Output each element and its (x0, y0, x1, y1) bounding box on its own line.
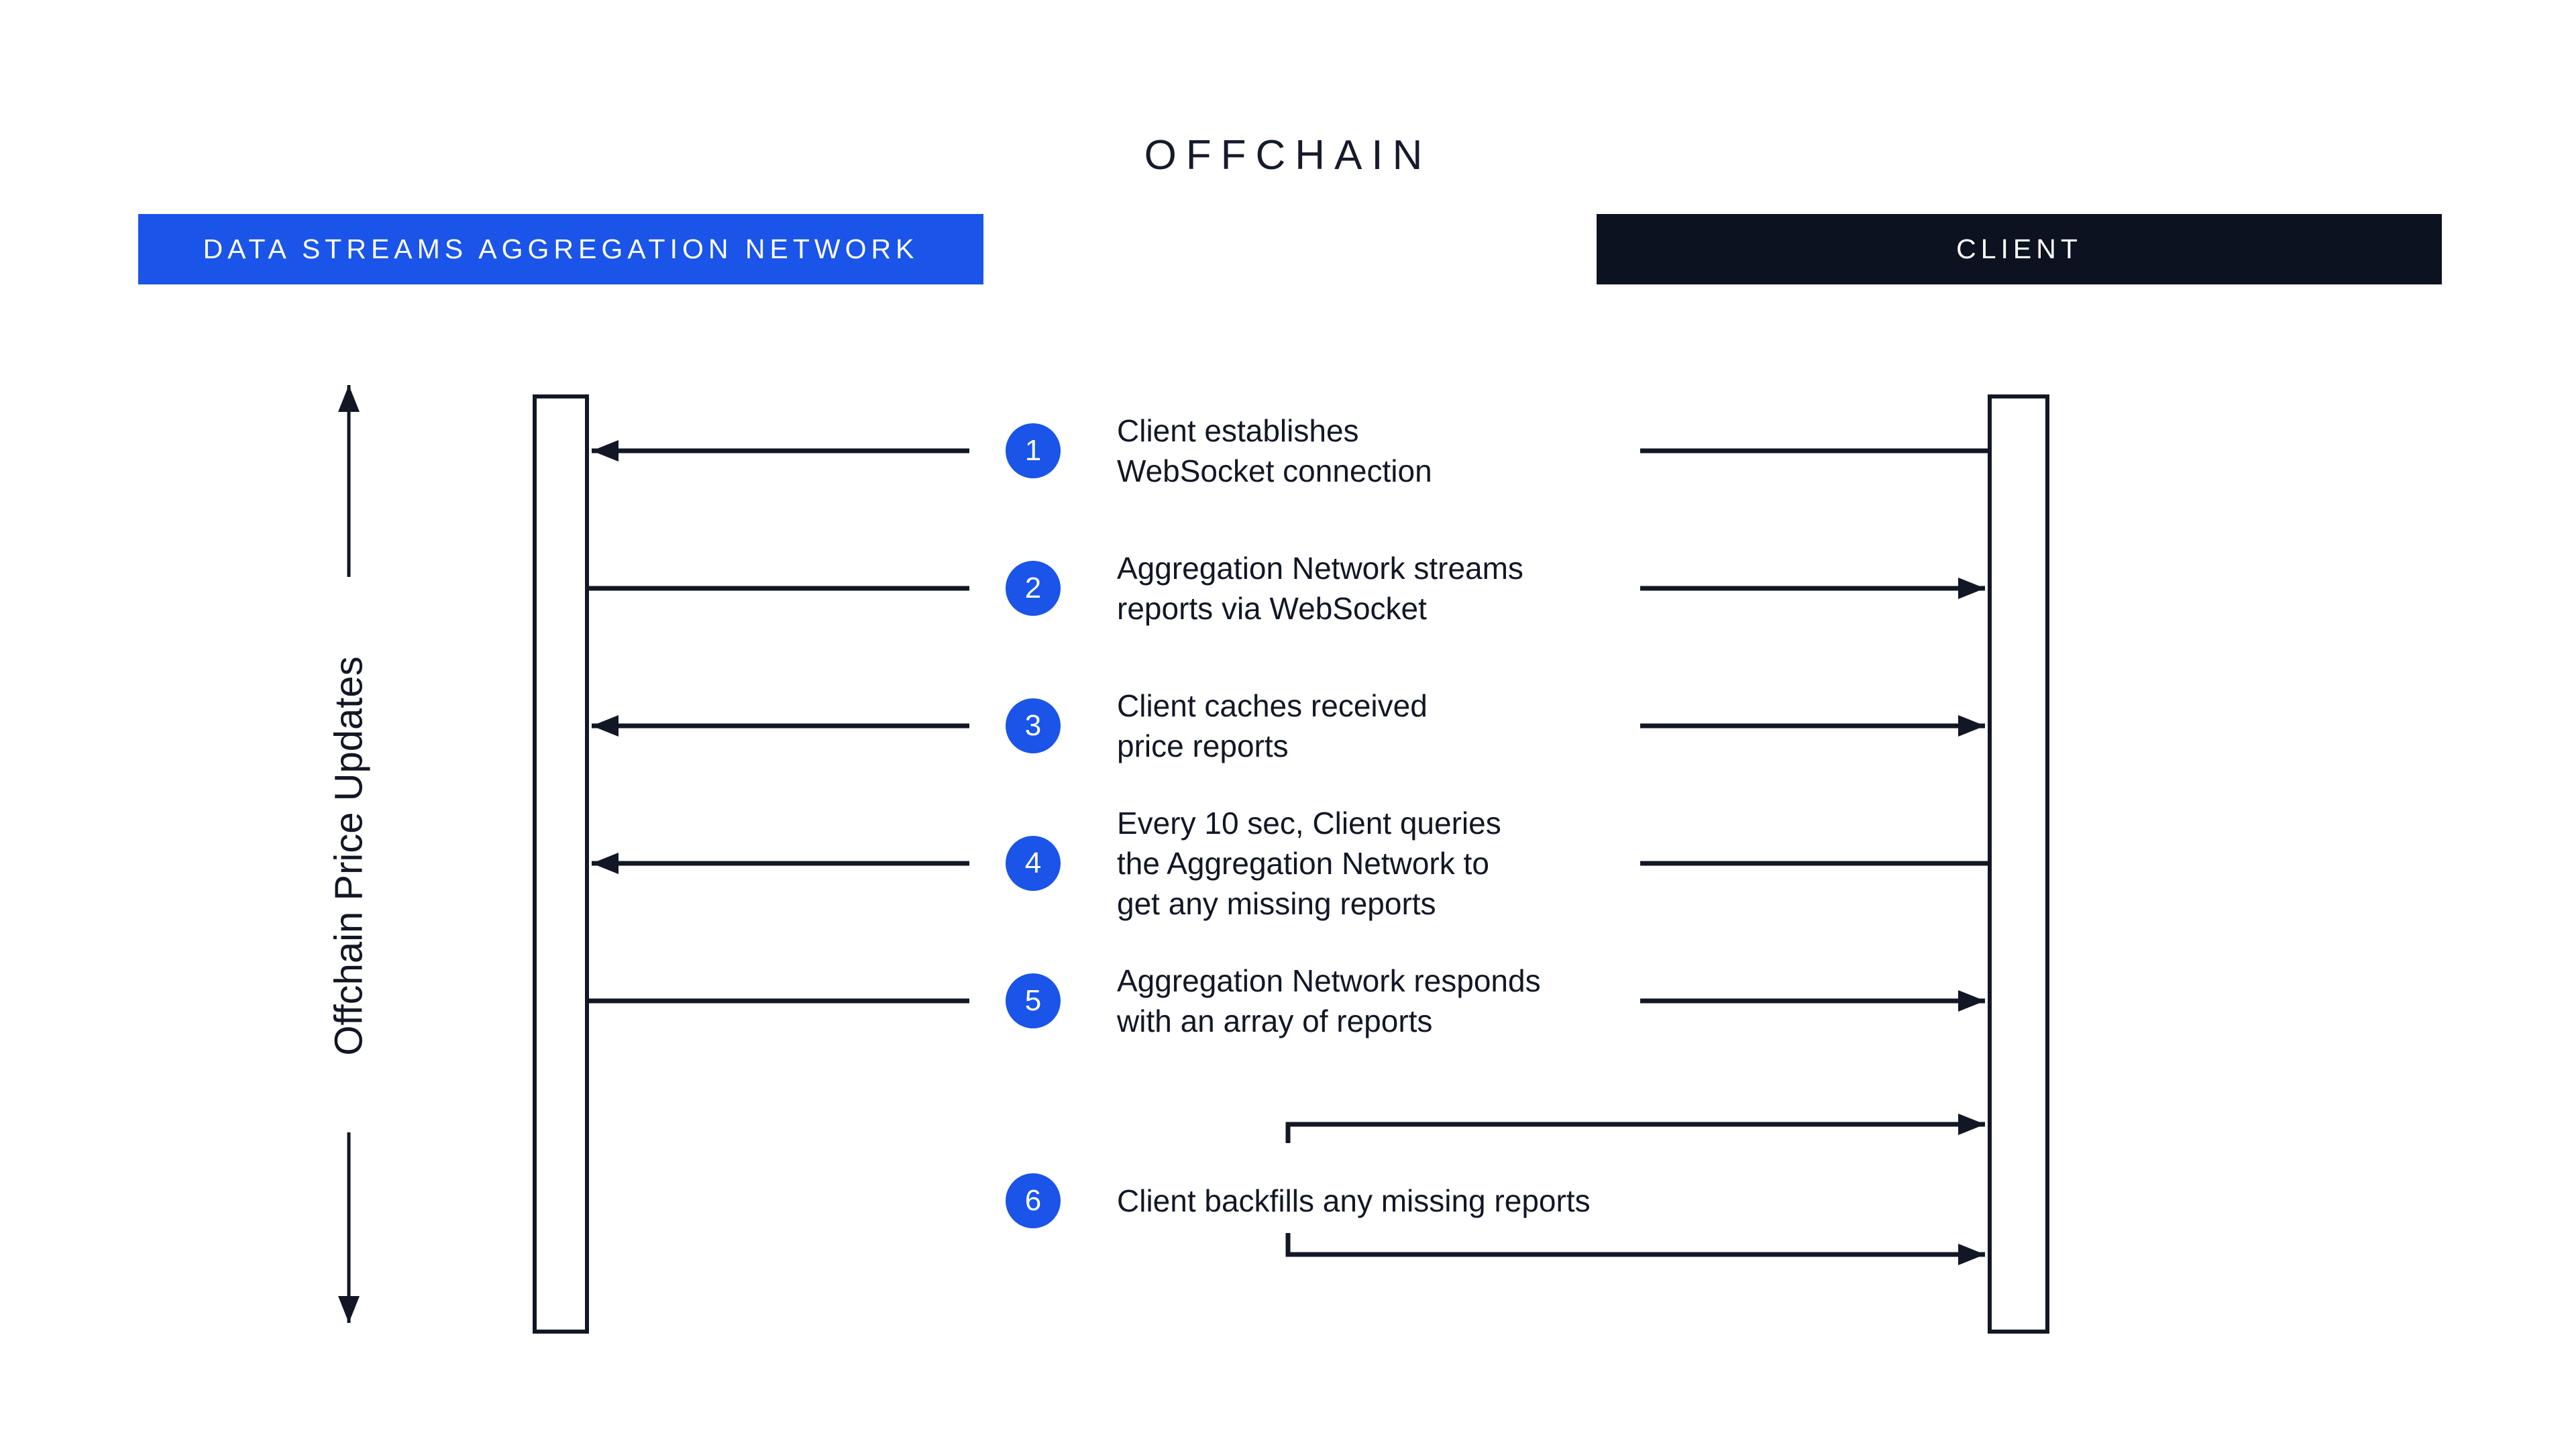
step1-number-badge: 1 (1006, 423, 1061, 478)
step6-bracket-bottom-arrow-icon (1285, 1233, 1985, 1265)
step4-number-badge: 4 (1006, 836, 1061, 891)
lane-header-aggregation-network-label: DATA STREAMS AGGREGATION NETWORK (203, 233, 919, 264)
step6-number-badge: 6 (1006, 1173, 1061, 1228)
lane-header-client-label: CLIENT (1956, 233, 2082, 264)
lifeline-aggregation-network (533, 394, 589, 1334)
step6-description: Client backfills any missing reports (1117, 1183, 1591, 1218)
step3-number-badge: 3 (1006, 698, 1061, 753)
step2-description: Aggregation Network streams reports via … (1117, 551, 1523, 626)
lane-header-client: CLIENT (1597, 214, 2442, 284)
step6-bracket-top-arrow-icon (1285, 1114, 1985, 1143)
lane-header-aggregation-network: DATA STREAMS AGGREGATION NETWORK (138, 214, 983, 284)
axis-label-offchain-price-updates: Offchain Price Updates (327, 656, 371, 1056)
step3-description: Client caches received price reports (1117, 688, 1428, 763)
step4-description: Every 10 sec, Client queries the Aggrega… (1117, 806, 1501, 921)
step1-description: Client establishes WebSocket connection (1117, 413, 1432, 488)
page-title: OFFCHAIN (1144, 132, 1432, 178)
step2-number-badge: 2 (1006, 561, 1061, 616)
step5-description: Aggregation Network responds with an arr… (1117, 963, 1541, 1038)
lifeline-client (1988, 394, 2049, 1334)
step5-number-badge: 5 (1006, 973, 1061, 1028)
